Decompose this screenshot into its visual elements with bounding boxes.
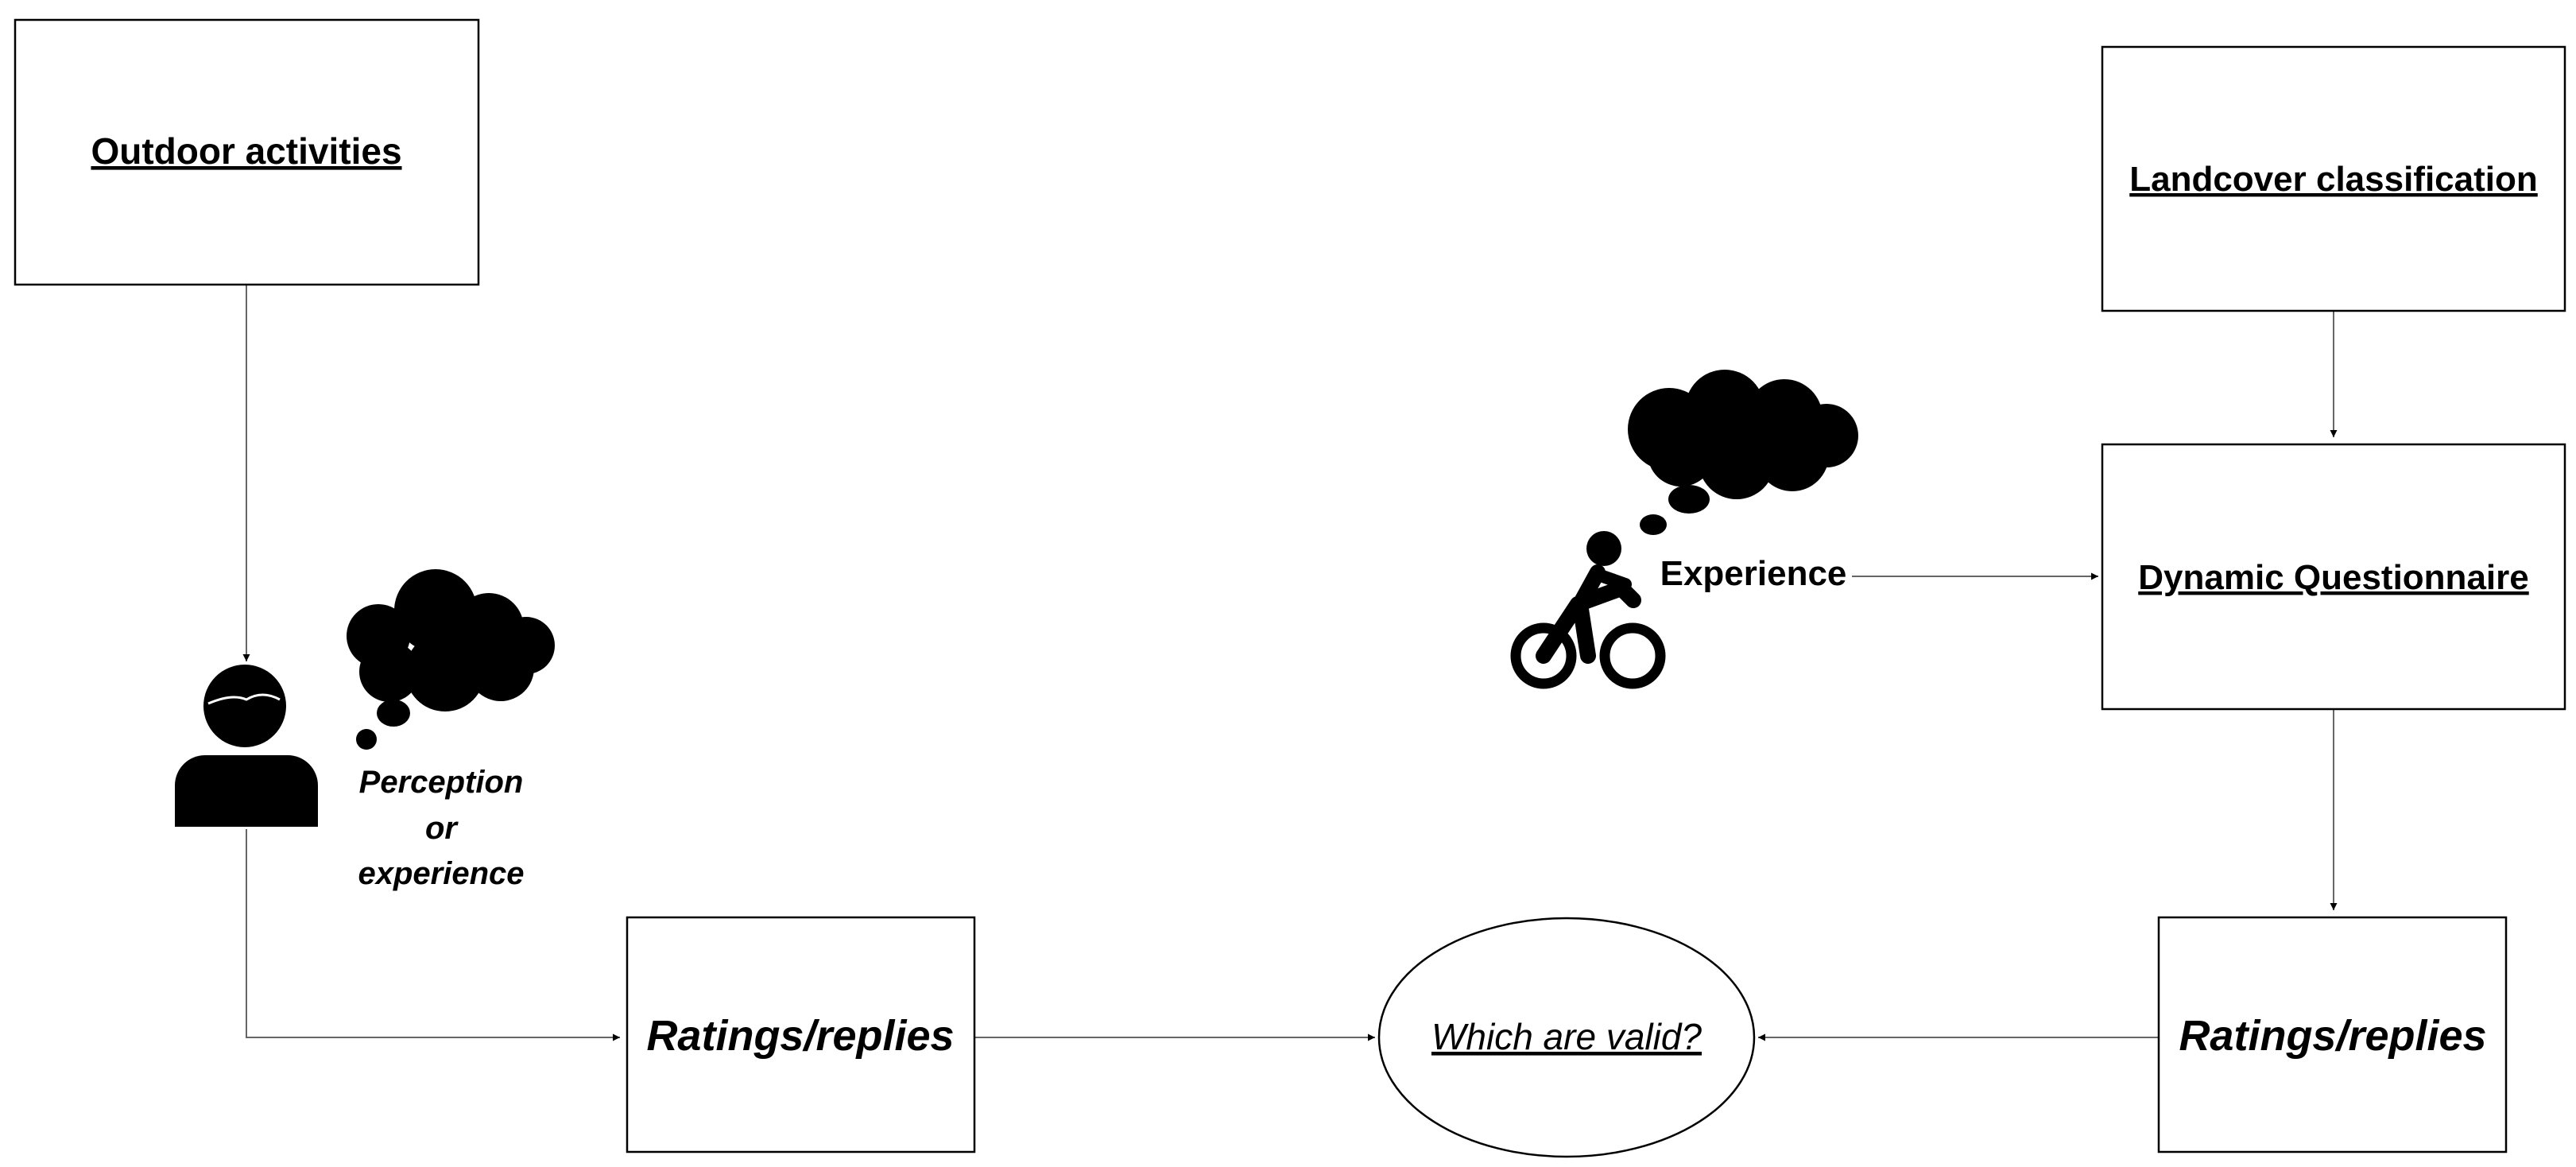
cyclist-icon bbox=[1510, 531, 1666, 689]
person-icon bbox=[175, 665, 318, 827]
ratings-replies-left-box: Ratings/replies bbox=[626, 916, 976, 1153]
outdoor-activities-label: Outdoor activities bbox=[91, 130, 401, 172]
connector-person-to-ratings-left bbox=[246, 829, 620, 1041]
dynamic-questionnaire-label: Dynamic Questionnaire bbox=[2138, 558, 2528, 597]
dynamic-questionnaire-box: Dynamic Questionnaire bbox=[2101, 443, 2566, 711]
thought-cloud-icon bbox=[1628, 370, 1858, 535]
thought-cloud-icon bbox=[347, 569, 555, 750]
ratings-replies-left-label: Ratings/replies bbox=[646, 1012, 954, 1060]
landcover-classification-box: Landcover classification bbox=[2101, 45, 2566, 312]
connectors bbox=[242, 285, 2338, 1041]
ratings-replies-right-label: Ratings/replies bbox=[2179, 1012, 2486, 1060]
ratings-replies-right-box: Ratings/replies bbox=[2157, 916, 2508, 1153]
perception-label: Perception or experience bbox=[358, 765, 524, 891]
perception-line-3: experience bbox=[358, 856, 524, 891]
which-are-valid-label: Which are valid? bbox=[1431, 1016, 1702, 1057]
which-are-valid-ellipse: Which are valid? bbox=[1377, 917, 1756, 1158]
perception-line-1: Perception bbox=[359, 765, 524, 800]
experience-label: Experience bbox=[1660, 554, 1847, 593]
perception-line-2: or bbox=[425, 811, 459, 846]
landcover-classification-label: Landcover classification bbox=[2129, 160, 2538, 199]
outdoor-activities-box: Outdoor activities bbox=[14, 18, 480, 286]
